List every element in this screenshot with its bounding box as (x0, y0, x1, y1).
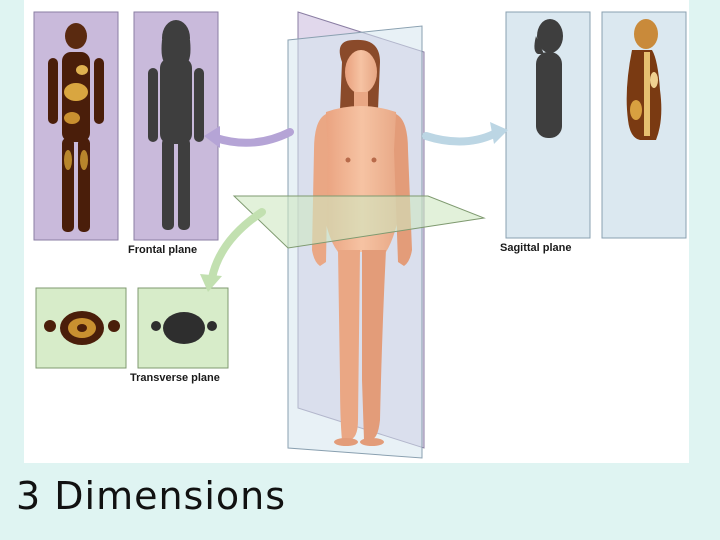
transverse-plane-label: Transverse plane (130, 372, 220, 384)
anatomy-figure: Frontal plane Sagittal plane Transverse … (24, 0, 689, 463)
transverse-mri-slice (44, 311, 120, 345)
transverse-plane-sheet (232, 195, 486, 249)
sagittal-plane-label: Sagittal plane (500, 242, 572, 254)
transverse-silhouette (151, 312, 217, 344)
planes-illustration (33, 11, 687, 459)
slide-caption: 3 Dimensions (16, 474, 287, 518)
sagittal-silhouette (534, 19, 563, 138)
sagittal-arrow (422, 130, 498, 146)
sagittal-panels (505, 11, 687, 239)
transverse-arrow (208, 208, 266, 282)
frontal-panels (33, 11, 219, 241)
transverse-arrowhead (200, 274, 222, 292)
frontal-arrowhead (204, 126, 220, 148)
sagittal-mri-body (626, 19, 662, 140)
transverse-panels (35, 287, 229, 369)
frontal-plane-label: Frontal plane (128, 244, 198, 256)
frontal-silhouette (148, 20, 204, 230)
sagittal-arrowhead (490, 122, 508, 144)
frontal-mri-body (48, 23, 104, 232)
frontal-arrow (212, 128, 294, 147)
